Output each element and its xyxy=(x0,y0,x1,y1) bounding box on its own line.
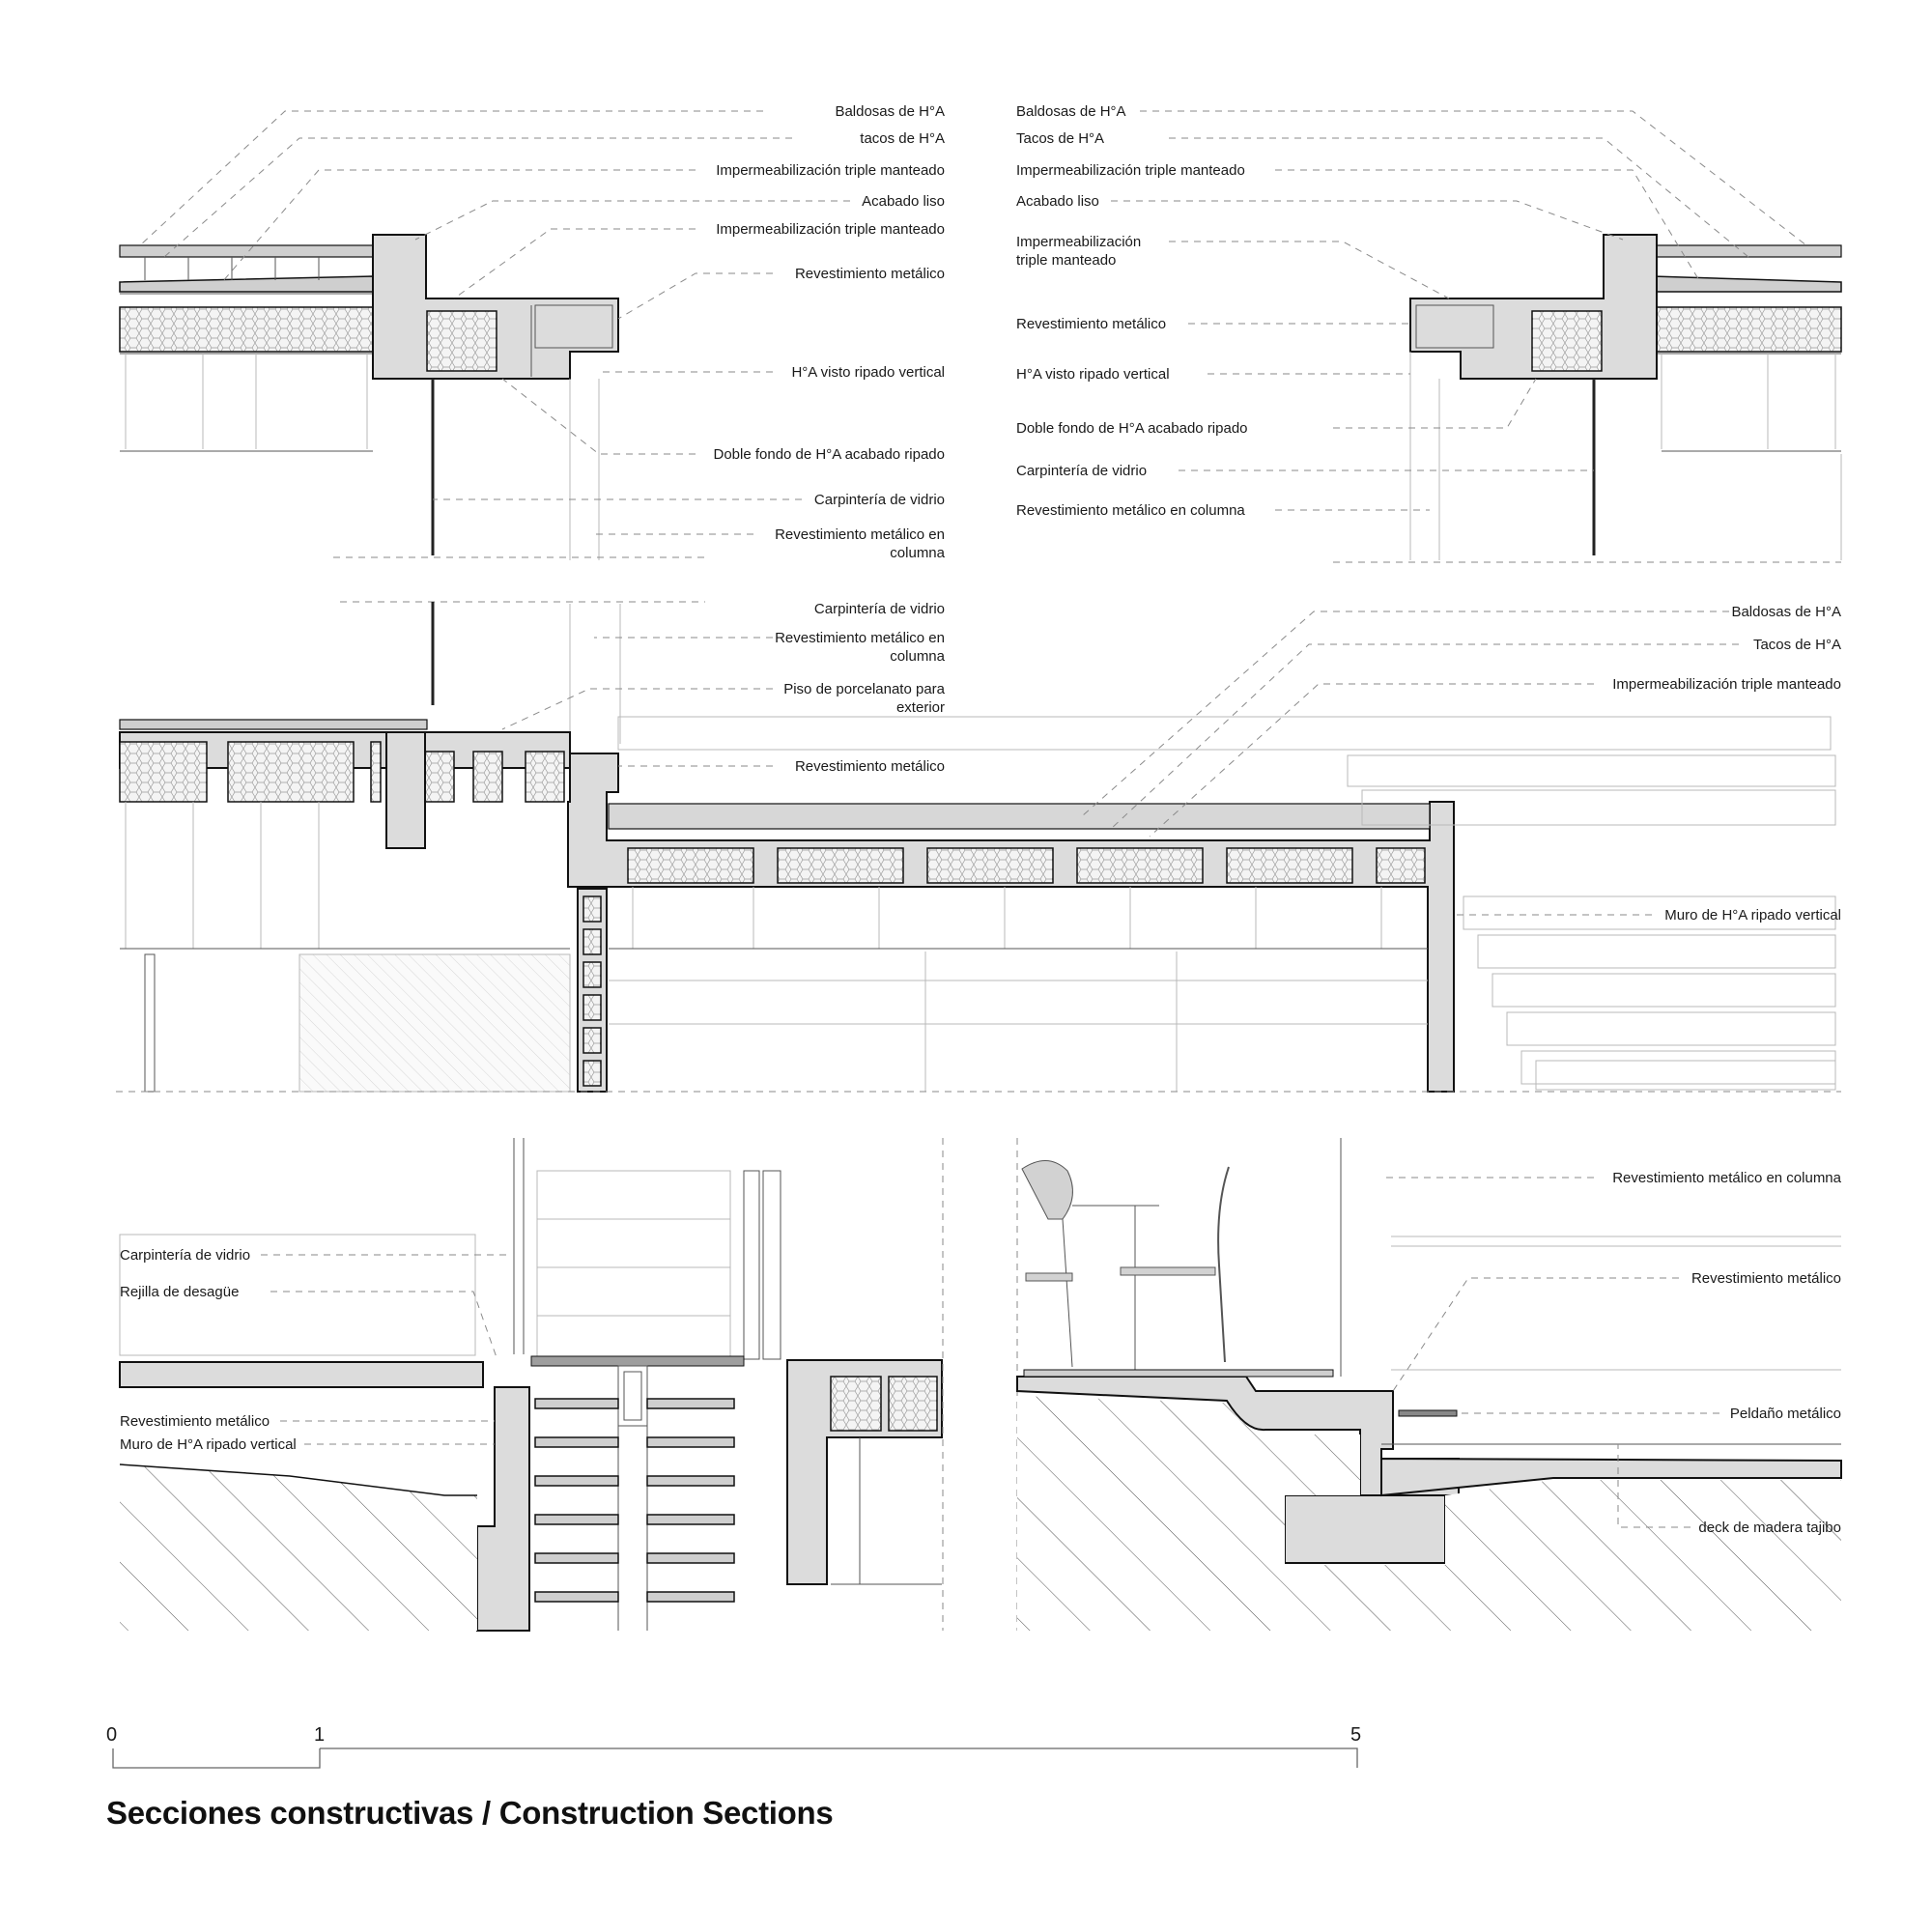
label-impermeabilizacion-2: Impermeabilización triple manteado xyxy=(716,221,945,238)
label-rejilla: Rejilla de desagüe xyxy=(120,1284,239,1300)
labels-bottom-left: Carpintería de vidrio Rejilla de desagüe… xyxy=(120,1247,507,1453)
label-baldosas-right: Baldosas de H°A xyxy=(1016,103,1126,120)
label-revestimiento-metalico: Revestimiento metálico xyxy=(795,266,945,282)
label-impermeabilizacion-right: Impermeabilización triple manteado xyxy=(1016,162,1245,179)
label-ha-visto-ripado: H°A visto ripado vertical xyxy=(791,364,945,381)
roof-tile-strip xyxy=(119,244,374,258)
label-revestimiento-columna-middle-2: columna xyxy=(890,648,945,665)
label-revestimiento-columna: Revestimiento metálico en xyxy=(775,526,945,543)
label-doble-fondo-right: Doble fondo de H°A acabado ripado xyxy=(1016,420,1248,437)
stepped-beam xyxy=(567,753,1455,1093)
label-baldosas-mr: Baldosas de H°A xyxy=(1731,604,1841,620)
label-revestimiento-columna-2: columna xyxy=(890,545,945,561)
scale-tick-5: 5 xyxy=(1350,1724,1361,1746)
label-impermeabilizacion-right-2b: triple manteado xyxy=(1016,252,1116,269)
section-bottom-left xyxy=(119,1138,944,1632)
label-carpinteria-bl: Carpintería de vidrio xyxy=(120,1247,250,1264)
roof-insulation xyxy=(119,306,374,353)
label-peldano: Peldaño metálico xyxy=(1730,1406,1841,1422)
label-impermeabilizacion-mr: Impermeabilización triple manteado xyxy=(1612,676,1841,693)
section-top-left xyxy=(119,234,619,560)
labels-top-left: Baldosas de H°A tacos de H°A Impermeabil… xyxy=(139,103,946,561)
roof-screed xyxy=(119,275,374,293)
label-carpinteria-right: Carpintería de vidrio xyxy=(1016,463,1147,479)
label-tacos: tacos de H°A xyxy=(860,130,945,147)
label-muro-mr: Muro de H°A ripado vertical xyxy=(1664,907,1841,923)
scale-bar: 0 1 5 xyxy=(106,1724,1361,1769)
label-revestimiento-br: Revestimiento metálico xyxy=(1691,1270,1841,1287)
labels-bottom-right: Revestimiento metálico en columna Revest… xyxy=(1383,1170,1842,1536)
label-baldosas: Baldosas de H°A xyxy=(835,103,945,120)
chair-silhouette xyxy=(1021,1160,1073,1220)
beam-void xyxy=(426,310,497,372)
label-revestimiento-middle: Revestimiento metálico xyxy=(795,758,945,775)
label-piso-porcelanato: Piso de porcelanato para xyxy=(783,681,945,697)
labels-middle: Carpintería de vidrio Revestimiento metá… xyxy=(501,601,1841,923)
label-revestimiento-bl: Revestimiento metálico xyxy=(120,1413,270,1430)
label-acabado-liso: Acabado liso xyxy=(862,193,945,210)
scale-tick-1: 1 xyxy=(314,1724,325,1746)
label-piso-porcelanato-2: exterior xyxy=(896,699,945,716)
label-revestimiento-metalico-right: Revestimiento metálico xyxy=(1016,316,1166,332)
label-impermeabilizacion-right-2a: Impermeabilización xyxy=(1016,234,1141,250)
section-bottom-right xyxy=(1016,1138,1842,1631)
label-deck: deck de madera tajibo xyxy=(1698,1520,1841,1536)
section-top-right xyxy=(1409,234,1842,560)
label-revestimiento-columna-middle: Revestimiento metálico en xyxy=(775,630,945,646)
label-revestimiento-columna-br: Revestimiento metálico en columna xyxy=(1612,1170,1841,1186)
label-carpinteria-middle: Carpintería de vidrio xyxy=(814,601,945,617)
label-doble-fondo: Doble fondo de H°A acabado ripado xyxy=(713,446,945,463)
label-tacos-mr: Tacos de H°A xyxy=(1753,637,1841,653)
block-column xyxy=(577,888,608,1093)
label-tacos-right: Tacos de H°A xyxy=(1016,130,1104,147)
label-acabado-liso-right: Acabado liso xyxy=(1016,193,1099,210)
section-middle xyxy=(116,601,1841,1093)
label-revestimiento-columna-right: Revestimiento metálico en columna xyxy=(1016,502,1245,519)
labels-top-right: Baldosas de H°A Tacos de H°A Impermeabil… xyxy=(1016,103,1841,563)
label-muro-bl: Muro de H°A ripado vertical xyxy=(120,1436,297,1453)
drawing-title: Secciones constructivas / Construction S… xyxy=(106,1795,834,1831)
label-carpinteria-vidrio: Carpintería de vidrio xyxy=(814,492,945,508)
label-impermeabilizacion: Impermeabilización triple manteado xyxy=(716,162,945,179)
scale-tick-0: 0 xyxy=(106,1724,117,1746)
label-ha-visto-right: H°A visto ripado vertical xyxy=(1016,366,1170,383)
